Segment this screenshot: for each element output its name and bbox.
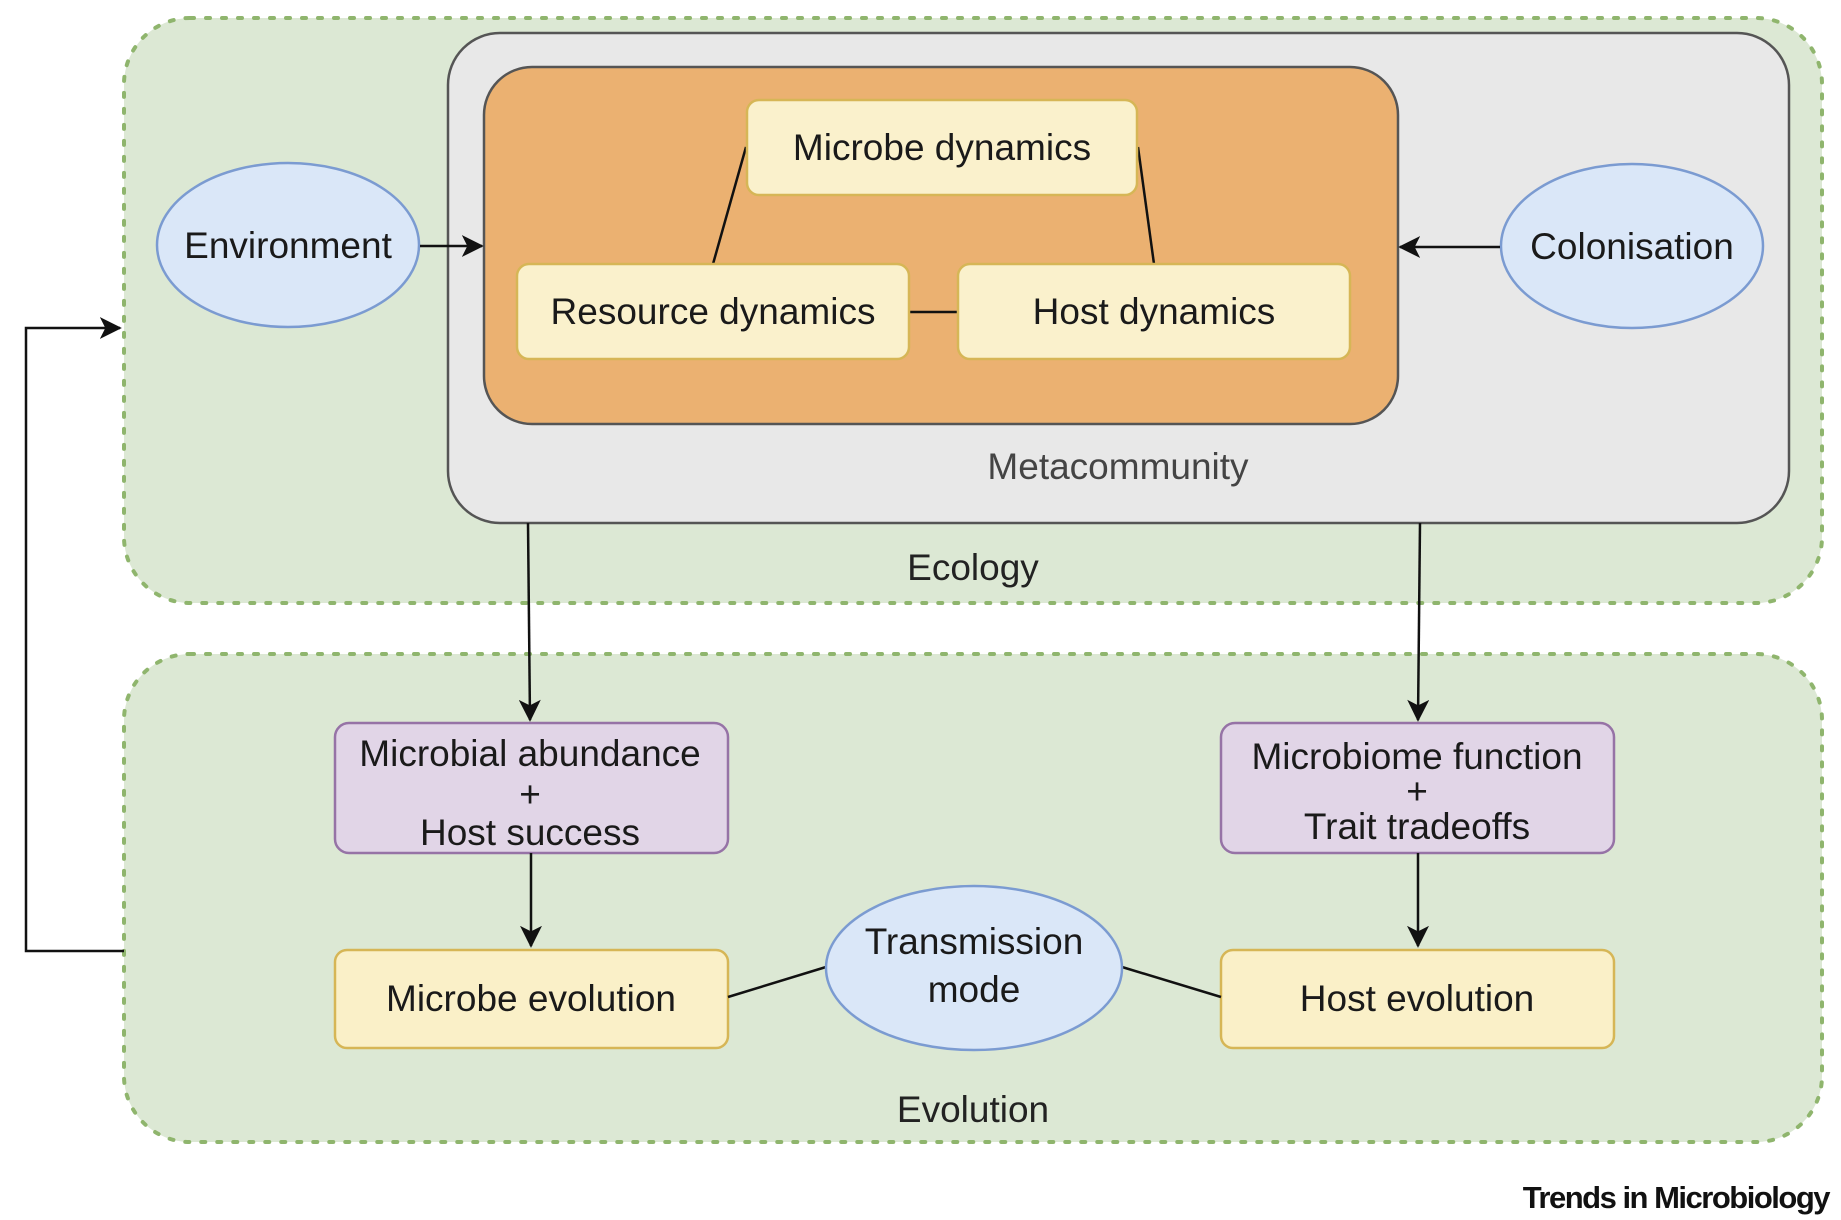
microbe-host-link	[1136, 146, 1156, 265]
environment-node: Environment	[155, 161, 421, 329]
mode-label: mode	[928, 969, 1021, 1010]
metacommunity-to-function-arrow	[1407, 522, 1430, 722]
host-evolution-node: Host evolution	[1219, 948, 1616, 1050]
journal-brand: Trends in Microbiology	[1523, 1180, 1832, 1215]
host-evolution-label: Host evolution	[1300, 978, 1534, 1019]
evolution-label: Evolution	[897, 1089, 1049, 1130]
host-dynamics-node: Host dynamics	[956, 262, 1352, 361]
microbial-abundance-label: Microbial abundance	[359, 733, 700, 774]
transmission-mode-node: Transmission mode	[824, 884, 1124, 1052]
microbe-dynamics-label: Microbe dynamics	[793, 127, 1091, 168]
transmission-label: Transmission	[865, 921, 1084, 962]
microbial-abundance-node: Microbial abundance + Host success	[333, 721, 730, 855]
feedback-loop-arrow	[24, 317, 124, 953]
host-success-label: Host success	[420, 812, 640, 853]
resource-dynamics-label: Resource dynamics	[551, 291, 876, 332]
resource-dynamics-node: Resource dynamics	[515, 262, 911, 361]
transmission-microbe-link	[727, 965, 827, 999]
microbe-resource-link	[711, 146, 748, 265]
trait-tradeoffs-label: Trait tradeoffs	[1304, 806, 1530, 847]
microbiome-function-plus: +	[1406, 771, 1428, 812]
microbiome-function-label: Microbiome function	[1251, 736, 1582, 777]
transmission-host-link	[1121, 965, 1222, 999]
ecology-label: Ecology	[907, 547, 1039, 588]
metacommunity-label: Metacommunity	[987, 446, 1249, 487]
microbe-evolution-node: Microbe evolution	[333, 948, 730, 1050]
microbial-abundance-plus: +	[519, 774, 541, 815]
microbe-evolution-label: Microbe evolution	[386, 978, 676, 1019]
colonisation-label: Colonisation	[1530, 226, 1734, 267]
microbiome-function-node: Microbiome function + Trait tradeoffs	[1219, 721, 1616, 855]
microbe-dynamics-node: Microbe dynamics	[745, 98, 1139, 197]
colonisation-node: Colonisation	[1499, 162, 1765, 330]
environment-label: Environment	[184, 225, 392, 266]
host-dynamics-label: Host dynamics	[1033, 291, 1276, 332]
metacommunity-to-abundance-arrow	[518, 522, 541, 722]
